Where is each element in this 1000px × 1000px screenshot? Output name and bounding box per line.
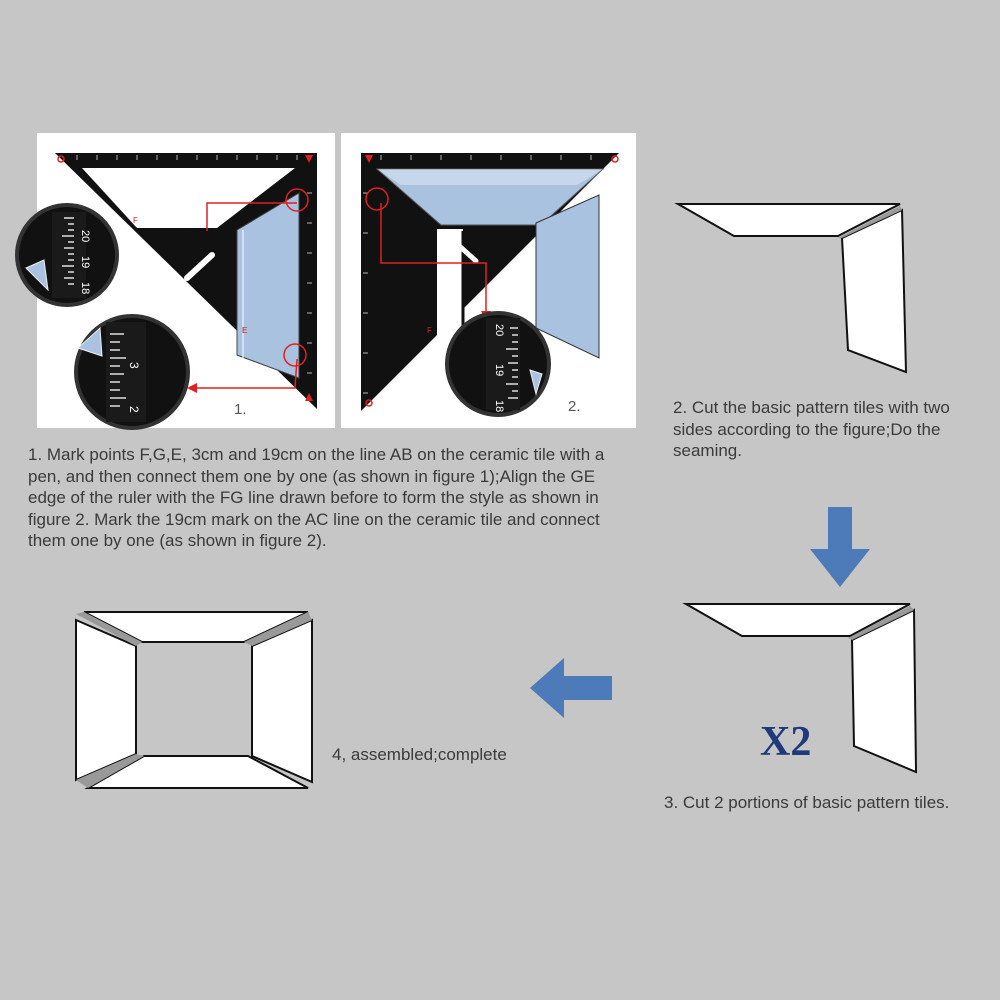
mag-b-tick-2: 2 [127, 406, 141, 413]
figure-1-number: 1. [234, 401, 247, 418]
mag-c-tick-19: 19 [493, 364, 505, 376]
mag-a-tick-18: 18 [79, 282, 91, 294]
mag-a-tick-20: 20 [79, 230, 91, 242]
step-3-caption: 3. Cut 2 portions of basic pattern tiles… [664, 793, 950, 812]
figure-2-number: 2. [568, 398, 581, 415]
down-arrow-icon [810, 507, 870, 587]
mag-c-tick-18: 18 [493, 400, 505, 412]
figure-1-ruler-diagram: F E [55, 153, 317, 409]
figure-2-ruler-diagram: F [361, 153, 619, 411]
step-2-caption: 2. Cut the basic pattern tiles with two … [673, 398, 950, 460]
step-4-caption: 4, assembled;complete [332, 745, 507, 764]
basic-pattern-tiles [674, 203, 908, 374]
svg-text:F: F [133, 216, 138, 225]
mag-a-tick-19: 19 [79, 256, 91, 268]
mag-b-tick-3: 3 [127, 362, 141, 369]
step-1-caption: 1. Mark points F,G,E, 3cm and 19cm on th… [28, 445, 605, 550]
multiplier-x2: X2 [760, 719, 812, 765]
svg-text:F: F [427, 326, 432, 335]
magnifier-b: 3 2 [74, 314, 190, 430]
assembled-frame [75, 611, 313, 789]
basic-pattern-tiles-step3 [682, 603, 918, 774]
left-arrow-icon [530, 658, 612, 718]
mag-c-tick-20: 20 [493, 324, 505, 336]
magnifier-a: 20 19 18 [15, 203, 119, 307]
magnifier-c: 20 19 18 [445, 311, 551, 417]
svg-text:E: E [242, 326, 247, 335]
